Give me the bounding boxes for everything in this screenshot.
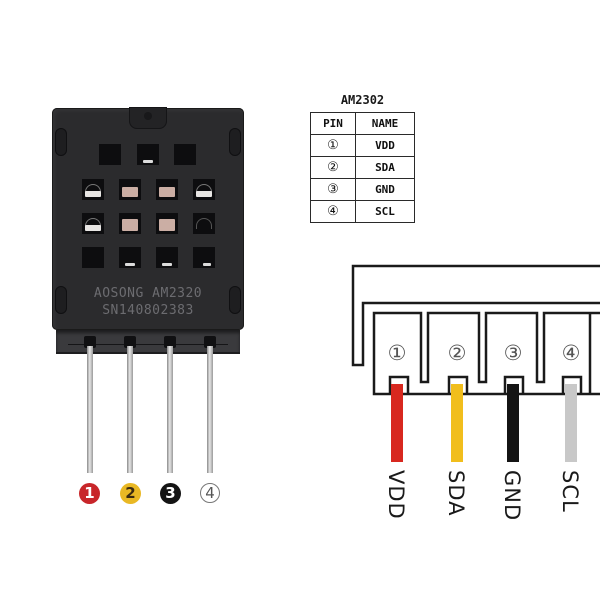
corner-notch (229, 286, 241, 314)
wire-scl (565, 384, 577, 462)
serial-print: SN140802383 (102, 303, 194, 318)
vent-hole (193, 213, 215, 234)
vent-hole (82, 213, 104, 234)
cell-name: SDA (355, 156, 415, 179)
wire-label-sda: SDA (444, 470, 468, 517)
pin-joint-4 (204, 336, 216, 348)
cell-name: SCL (355, 200, 415, 223)
pin-badge-3: 3 (160, 483, 181, 504)
wire-vdd (391, 384, 403, 462)
vent-hole (82, 179, 104, 200)
base-seam (68, 344, 228, 345)
slot-number-4: ④ (562, 341, 581, 365)
socket-4 (561, 375, 583, 394)
brand-print: AOSONG AM2320 (93, 286, 203, 301)
wire-label-scl: SCL (558, 470, 582, 513)
sensor-pin-1 (87, 346, 93, 473)
wire-gnd (507, 384, 519, 462)
pin-badge-4: 4 (200, 483, 220, 503)
pin-table: PIN NAME ① VDD ② SDA ③ GND ④ SCL (310, 112, 415, 223)
vent-hole (193, 179, 215, 200)
connector-housing-outline (372, 311, 600, 396)
table-row: ④ SCL (310, 200, 415, 223)
top-hole (144, 112, 152, 120)
table-title: AM2302 (340, 93, 385, 107)
socket-3 (503, 375, 525, 394)
table-row: ③ GND (310, 178, 415, 201)
corner-notch (55, 128, 67, 156)
pin-joint-3 (164, 336, 176, 348)
socket-2 (447, 375, 469, 394)
sensor-pin-2 (127, 346, 133, 473)
slot-number-2: ② (448, 341, 467, 365)
connector-shell-outline (351, 264, 600, 367)
vent-hole (119, 179, 141, 200)
sensor-pin-3 (167, 346, 173, 473)
slot-number-3: ③ (504, 341, 523, 365)
table-row: ① VDD (310, 134, 415, 157)
socket-1 (388, 375, 410, 394)
vent-hole (119, 247, 141, 268)
vent-hole (119, 213, 141, 234)
table-row: ② SDA (310, 156, 415, 179)
vent-hole (156, 247, 178, 268)
table-header-row: PIN NAME (310, 112, 415, 135)
cell-name: GND (355, 178, 415, 201)
slot-number-1: ① (388, 341, 407, 365)
pin-badge-1: 1 (79, 483, 100, 504)
top-notch (129, 107, 167, 129)
vent-hole (99, 144, 121, 165)
vent-hole (193, 247, 215, 268)
vent-hole (137, 144, 159, 165)
corner-notch (55, 286, 67, 314)
cell-pin: ④ (310, 200, 356, 223)
wire-label-vdd: VDD (384, 470, 408, 520)
header-name: NAME (355, 112, 415, 135)
sensor-module: AOSONG AM2320 SN140802383 (52, 107, 244, 354)
pin-badge-2: 2 (120, 483, 141, 504)
vent-hole (174, 144, 196, 165)
pin-joint-2 (124, 336, 136, 348)
vent-hole (82, 247, 104, 268)
wire-label-gnd: GND (500, 470, 524, 522)
vent-hole (156, 213, 178, 234)
vent-hole (156, 179, 178, 200)
pin-joint-1 (84, 336, 96, 348)
corner-notch (229, 128, 241, 156)
wire-sda (451, 384, 463, 462)
sensor-pin-4 (207, 346, 213, 473)
